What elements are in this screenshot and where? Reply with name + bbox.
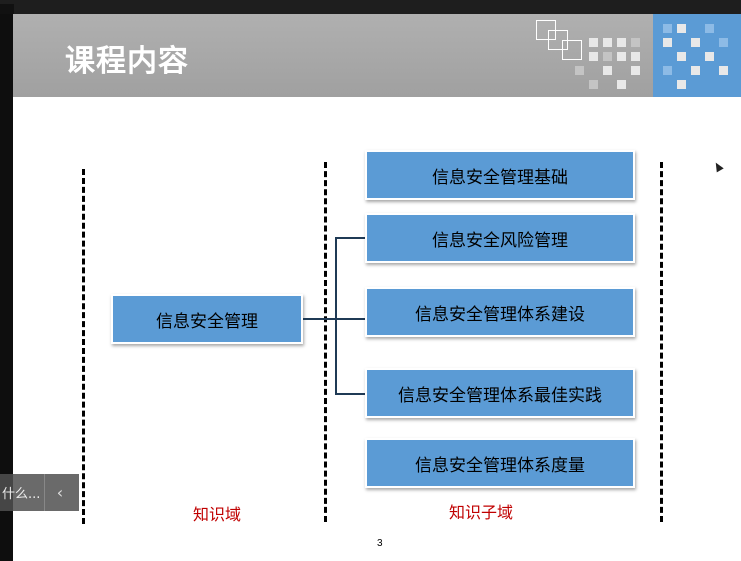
dashed-divider-right: [660, 162, 663, 522]
dashed-divider-left: [82, 169, 85, 524]
decor-square: [575, 66, 584, 75]
slide-header: 课程内容: [13, 14, 741, 97]
subtopic-label: 信息安全风险管理: [432, 230, 568, 251]
subtopic-label: 信息安全管理体系度量: [415, 455, 585, 476]
decor-square: [705, 52, 714, 61]
mouse-cursor-icon: [712, 160, 724, 173]
subtopic-box[interactable]: 信息安全风险管理: [365, 213, 635, 263]
subtopic-box[interactable]: 信息安全管理体系建设: [365, 287, 635, 337]
connector-branch: [335, 393, 365, 395]
decor-square: [631, 38, 640, 47]
knowledge-subdomain-label: 知识子域: [449, 503, 514, 522]
left-edge: [0, 14, 13, 561]
decor-square: [663, 66, 672, 75]
decor-square: [589, 80, 598, 89]
decor-square: [719, 66, 728, 75]
decor-square: [617, 52, 626, 61]
decor-square: [617, 80, 626, 89]
decor-square-outline: [562, 40, 582, 60]
root-topic-box[interactable]: 信息安全管理: [111, 294, 303, 344]
decor-square: [719, 38, 728, 47]
window-top-bar: [0, 0, 741, 44]
decor-square: [691, 66, 700, 75]
subtopic-box[interactable]: 信息安全管理体系最佳实践: [365, 368, 635, 418]
decor-square: [617, 38, 626, 47]
page-number: 3: [377, 538, 383, 549]
decor-square: [677, 80, 686, 89]
decor-square: [677, 52, 686, 61]
subtopic-label: 信息安全管理体系建设: [415, 304, 585, 325]
subtopic-box[interactable]: 信息安全管理体系度量: [365, 438, 635, 488]
decor-square: [589, 38, 598, 47]
decor-square: [691, 38, 700, 47]
decor-square: [631, 52, 640, 61]
connector-horizontal: [303, 318, 365, 320]
decor-square: [705, 24, 714, 33]
decor-square: [663, 38, 672, 47]
slide-title: 课程内容: [65, 44, 189, 79]
decor-square: [663, 24, 672, 33]
decor-square: [603, 52, 612, 61]
decor-square: [589, 52, 598, 61]
root-topic-label: 信息安全管理: [156, 311, 258, 332]
decor-square: [603, 66, 612, 75]
decor-square: [677, 24, 686, 33]
connector-branch: [335, 237, 365, 239]
knowledge-domain-label: 知识域: [193, 505, 242, 524]
floating-panel-text: 什么...: [2, 487, 41, 502]
decor-square: [631, 66, 640, 75]
dashed-divider-middle: [324, 162, 327, 522]
slide: 课程内容: [13, 14, 741, 561]
connector-vertical: [335, 237, 337, 394]
subtopic-box[interactable]: 信息安全管理基础: [365, 150, 635, 200]
decor-square: [603, 38, 612, 47]
chevron-left-icon[interactable]: ‹: [44, 474, 75, 511]
subtopic-label: 信息安全管理体系最佳实践: [398, 385, 602, 406]
subtopic-label: 信息安全管理基础: [432, 167, 568, 188]
floating-panel: 什么... ‹: [0, 474, 79, 511]
header-blue-block: [653, 14, 741, 97]
